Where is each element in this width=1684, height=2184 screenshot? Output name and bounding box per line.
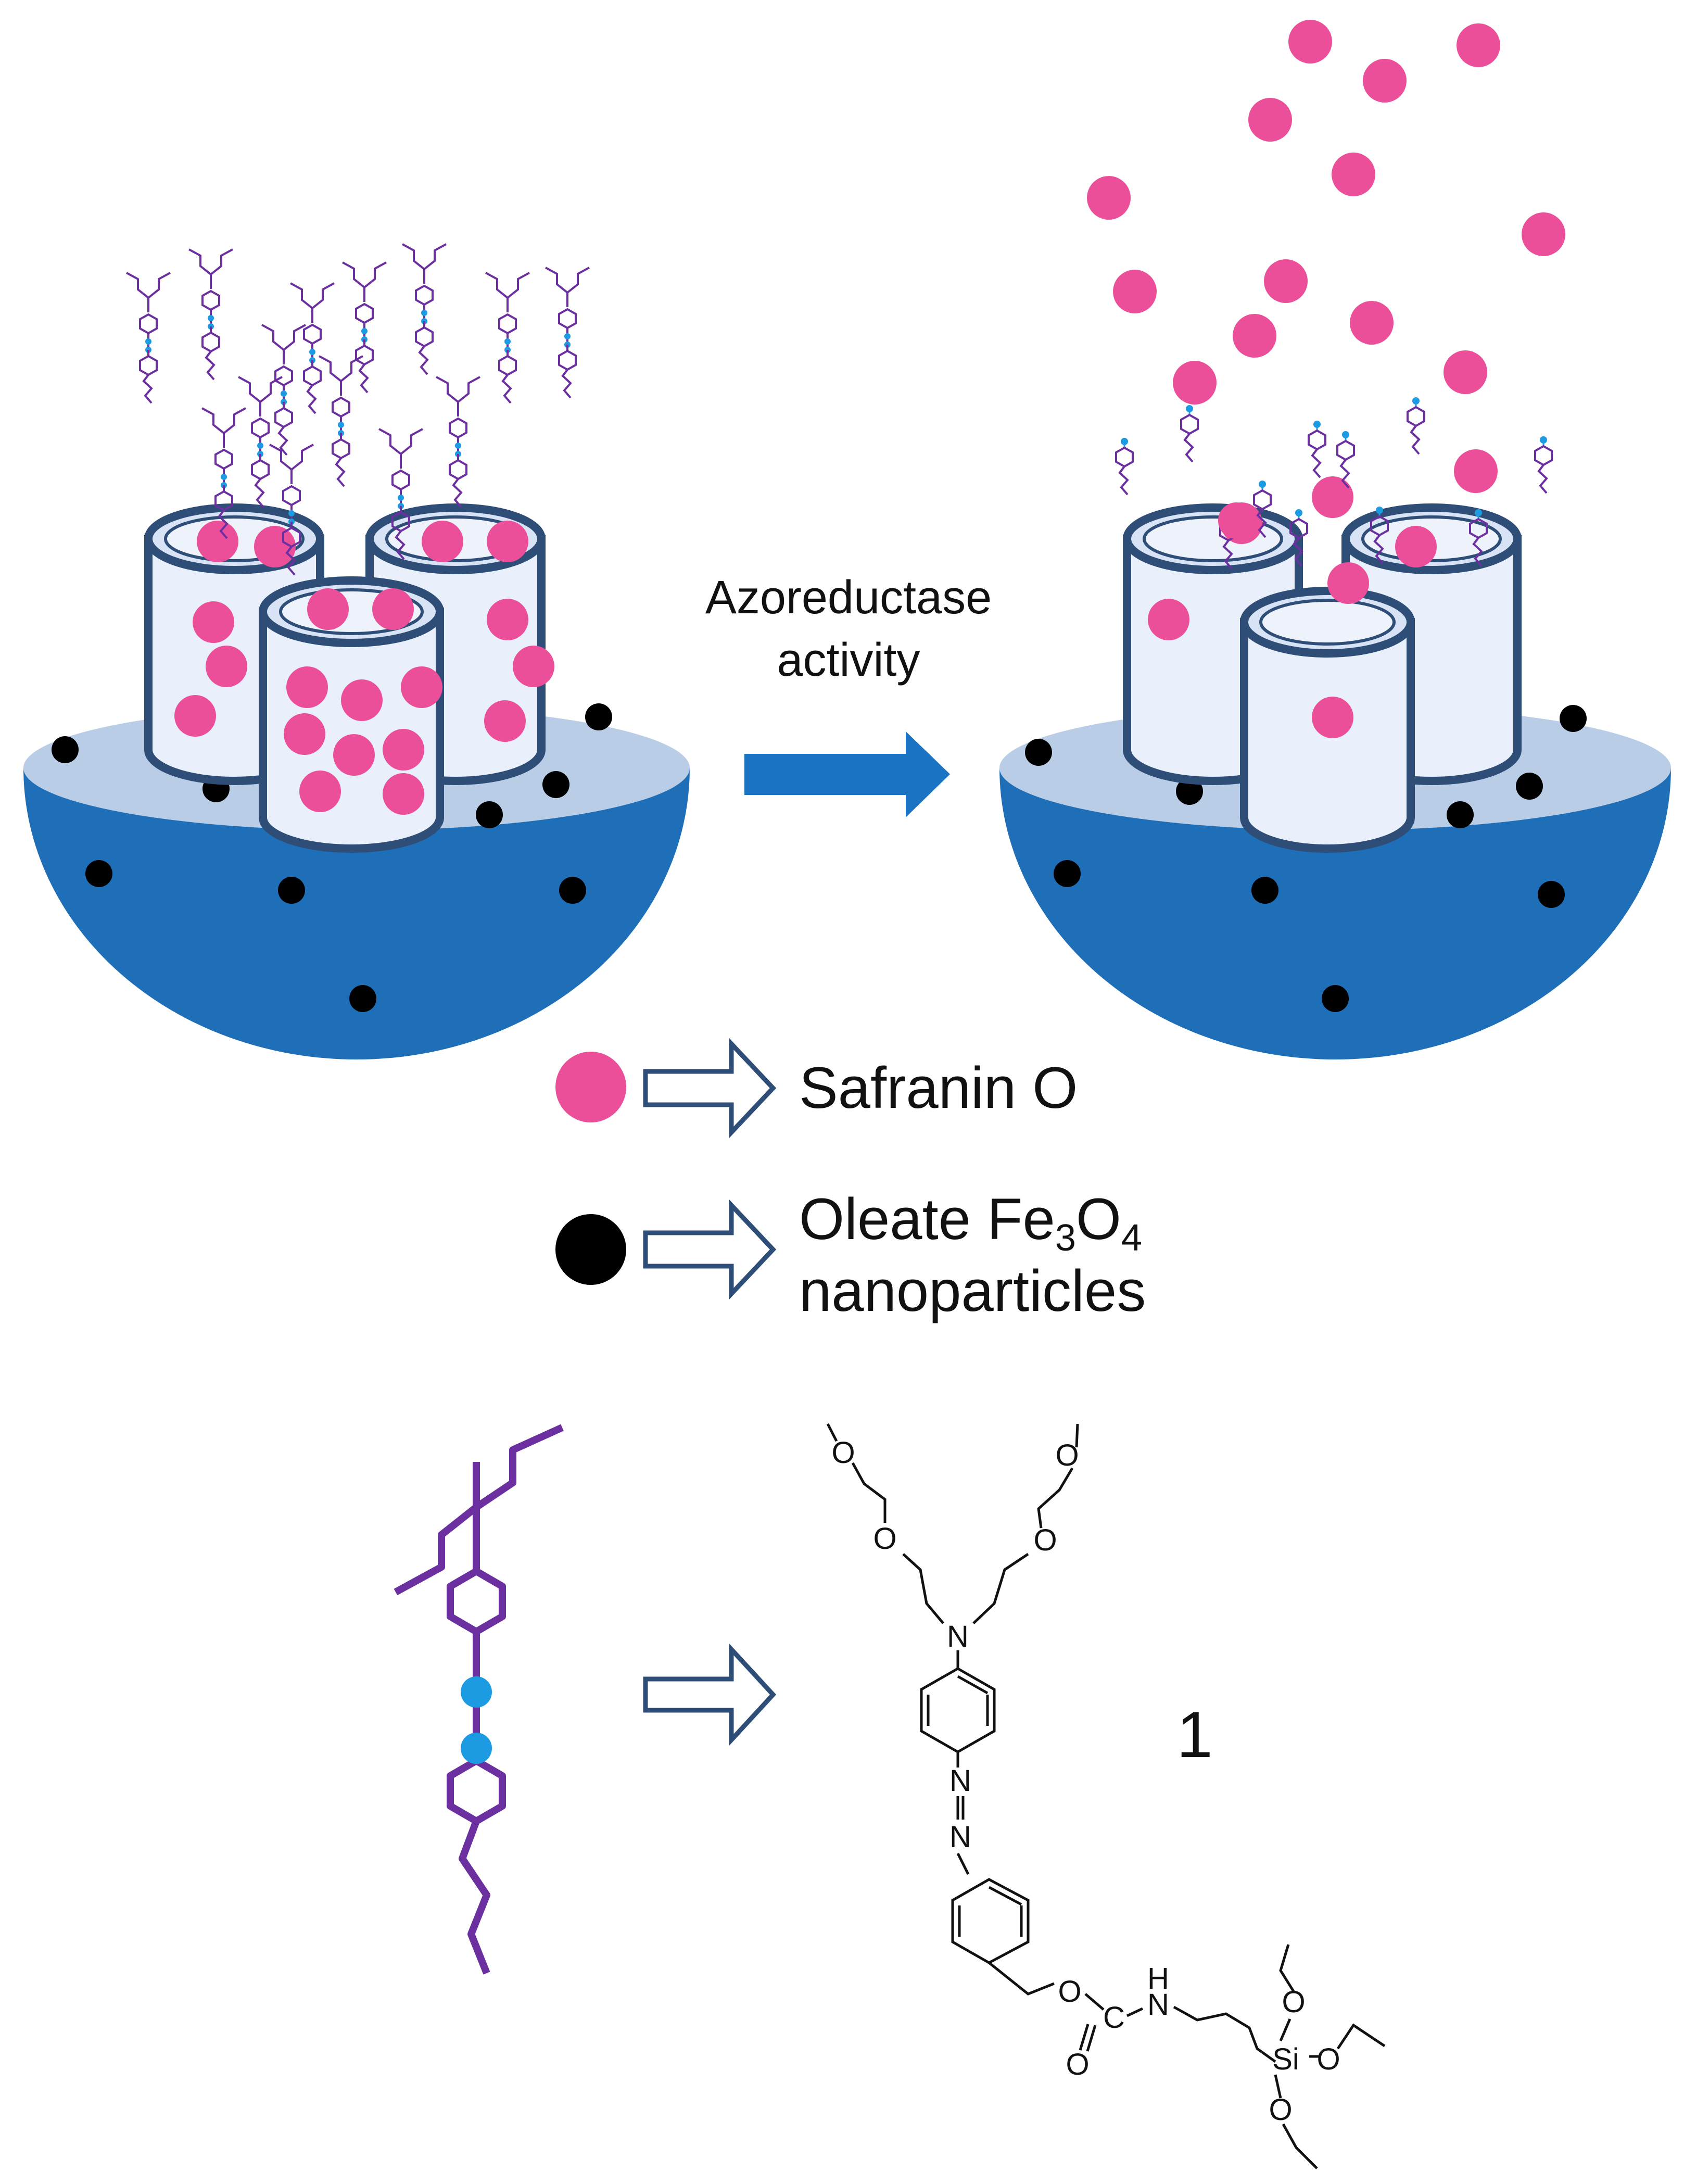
atom-o: O [1269, 2093, 1292, 2127]
atom-n: N [949, 1764, 971, 1798]
released-nanoparticle [999, 20, 1671, 1059]
legend-safranin: Safranin O [555, 1038, 1078, 1139]
atom-c: C [1103, 2001, 1125, 2035]
compound-1-atom-labels: O O O O N N N O C O H N Si O O O [831, 1436, 1340, 2127]
arrow-label-line1: Azoreductase [705, 572, 992, 624]
atom-n: N [1147, 1988, 1169, 2022]
compound-number: 1 [1176, 1699, 1213, 1771]
safranin-dyes-loaded [174, 521, 554, 742]
atom-o: O [1066, 2048, 1089, 2081]
atom-o: O [1033, 1523, 1057, 1557]
fe3o4-dots [1025, 705, 1587, 1012]
fe3o4-label-line2: nanoparticles [799, 1258, 1146, 1323]
arrow-label-line2: activity [777, 634, 920, 686]
process-arrow: Azoreductase activity [705, 572, 992, 817]
right-arrow-icon [744, 731, 950, 817]
capped-nanoparticle [23, 243, 690, 1059]
atom-o: O [1055, 1438, 1079, 1472]
atom-o: O [1316, 2042, 1340, 2076]
fe3o4-marker-icon [555, 1214, 626, 1285]
atom-si: Si [1272, 2042, 1299, 2076]
legend-fe3o4: Oleate Fe3O4 nanoparticles [555, 1186, 1146, 1323]
atom-o: O [831, 1436, 855, 1470]
hollow-right-arrow-icon [643, 1199, 777, 1300]
compound-1-structure [826, 1423, 1386, 2169]
fe3o4-dots [52, 703, 612, 1012]
azo-nitrogen-dot [461, 1676, 492, 1708]
azo-nitrogen-dot [461, 1733, 492, 1764]
atom-o: O [1058, 1975, 1081, 2009]
safranin-dye-remaining [1148, 599, 1189, 640]
safranin-dyes-loaded [284, 588, 442, 815]
atom-o: O [1282, 1985, 1305, 2019]
atom-o: O [873, 1522, 896, 1556]
atom-h: H [1147, 1962, 1169, 1996]
safranin-label: Safranin O [799, 1055, 1078, 1120]
atom-n: N [947, 1620, 969, 1653]
safranin-marker-icon [555, 1052, 626, 1122]
atom-n: N [949, 1820, 971, 1854]
azobenzene-gate-cartoon [394, 1424, 564, 1975]
silica-dome [23, 768, 690, 1059]
silica-dome [999, 768, 1671, 1059]
hollow-right-arrow-icon [643, 1038, 777, 1139]
released-safranin-dyes [1087, 20, 1565, 539]
fe3o4-label-line1: Oleate Fe3O4 [799, 1186, 1142, 1259]
hollow-right-arrow-icon [643, 1643, 777, 1746]
legend: Safranin O Oleate Fe3O4 nanoparticles [555, 1038, 1146, 1323]
